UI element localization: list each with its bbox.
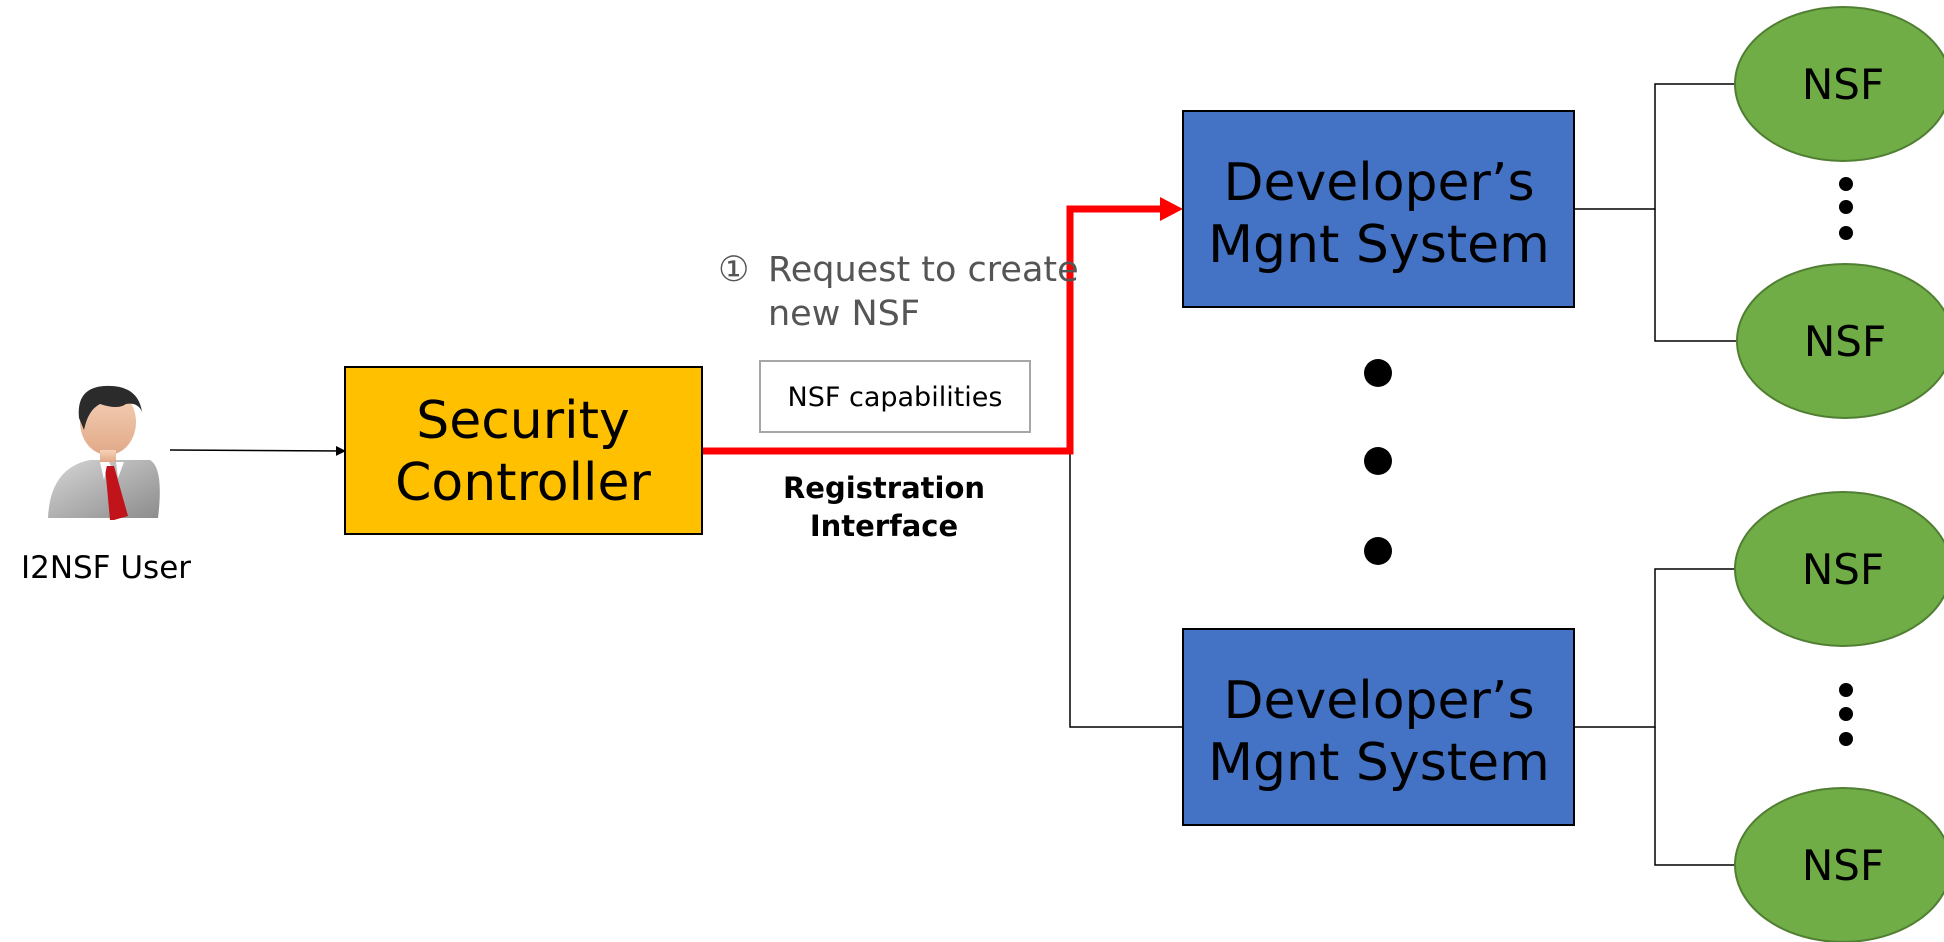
registration-interface-label-line1: Registration (783, 471, 985, 505)
mgnt-system-2[interactable]: Developer’s Mgnt System (1182, 628, 1575, 826)
mgnt-system-1-label-line1: Developer’s (1223, 153, 1534, 213)
user-label: I2NSF User (21, 550, 191, 586)
security-controller-label-line2: Controller (395, 453, 651, 513)
mgnt-system-1-label-line2: Mgnt System (1208, 215, 1550, 275)
mgnt-1-to-nsf-1 (1575, 83, 1735, 210)
nsf-capabilities-label: NSF capabilities (788, 382, 1003, 413)
nsf-node-1[interactable]: NSF (1734, 6, 1944, 162)
mgnt-system-1[interactable]: Developer’s Mgnt System (1182, 110, 1575, 308)
registration-request-arrow (703, 205, 1160, 455)
security-controller[interactable]: Security Controller (344, 366, 703, 535)
mgnt-system-2-box[interactable] (1182, 628, 1575, 826)
branch-to-mgnt-system-2 (1069, 451, 1183, 728)
mgnt-systems-ellipsis (1364, 359, 1392, 565)
nsf-node-4-shape[interactable] (1734, 787, 1944, 942)
user-to-controller-arrow (169, 445, 346, 456)
registration-request-arrowhead (1160, 197, 1183, 221)
mgnt-system-1-box[interactable] (1182, 110, 1575, 308)
mgnt-2-to-nsf-4 (1654, 727, 1735, 866)
nsf-node-1-shape[interactable] (1734, 6, 1944, 162)
nsf-node-3[interactable]: NSF (1734, 491, 1944, 647)
security-controller-label-line1: Security (416, 391, 630, 451)
user-icon (48, 385, 160, 520)
nsf-node-3-label: NSF (1802, 545, 1884, 594)
mgnt-system-2-label-line2: Mgnt System (1208, 733, 1550, 793)
nsf-node-4-label: NSF (1802, 841, 1884, 890)
security-controller-box[interactable] (344, 366, 703, 535)
nsf-node-2-label: NSF (1804, 317, 1886, 366)
nsf-node-4[interactable]: NSF (1734, 787, 1944, 942)
request-label-line2: new NSF (768, 294, 920, 334)
mgnt-2-to-nsf-3 (1575, 568, 1735, 728)
nsf-group-1-ellipsis (1839, 177, 1853, 240)
nsf-node-2[interactable]: NSF (1736, 263, 1944, 419)
nsf-group-2-ellipsis (1839, 683, 1853, 746)
nsf-node-2-shape[interactable] (1736, 263, 1944, 419)
mgnt-system-2-label-line1: Developer’s (1223, 671, 1534, 731)
request-step-marker: ① (718, 250, 749, 290)
request-label-line1: Request to create (768, 250, 1079, 290)
nsf-node-3-shape[interactable] (1734, 491, 1944, 647)
registration-interface-label-line2: Interface (810, 509, 958, 543)
nsf-node-1-label: NSF (1802, 60, 1884, 109)
connector-lines (169, 83, 1738, 866)
nsf-capabilities-box (759, 360, 1031, 433)
mgnt-1-to-nsf-2 (1654, 209, 1738, 342)
